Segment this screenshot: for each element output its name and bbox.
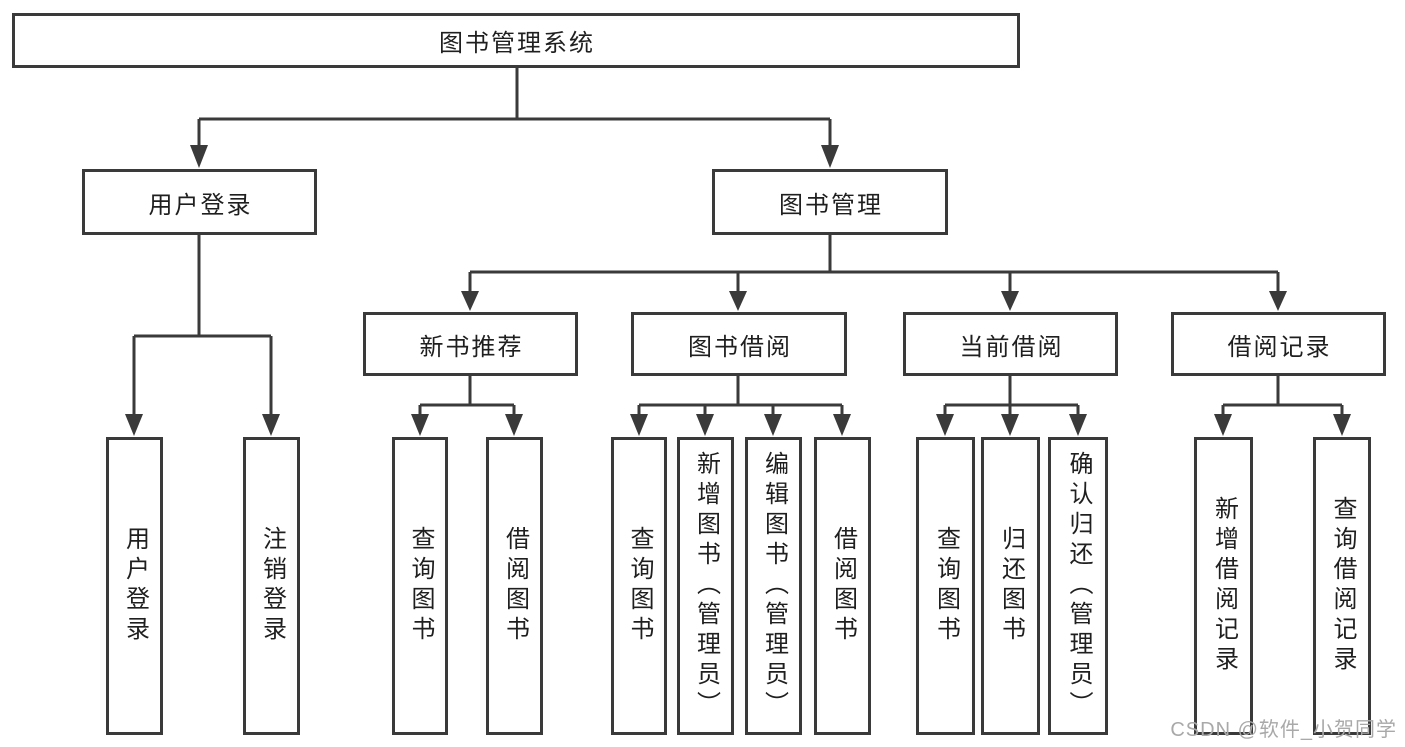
leaf-borrow-books-recommend: 借阅图书 bbox=[486, 437, 543, 735]
node-new-book-recommendation-label: 新书推荐 bbox=[419, 333, 524, 361]
node-book-management-label: 图书管理 bbox=[779, 191, 883, 219]
node-borrowing-records-label: 借阅记录 bbox=[1227, 333, 1332, 361]
leaf-user-login: 用户登录 bbox=[106, 437, 163, 735]
arrowheads bbox=[125, 145, 1351, 436]
node-new-book-recommendation: 新书推荐 bbox=[363, 312, 578, 376]
leaf-query-books-current-label: 查询图书 bbox=[932, 526, 960, 646]
leaf-query-books-current: 查询图书 bbox=[916, 437, 975, 735]
leaf-confirm-return-admin-label: 确认归还（管理员） bbox=[1065, 451, 1092, 721]
leaf-query-borrow-record-label: 查询借阅记录 bbox=[1329, 496, 1356, 676]
leaf-edit-books-admin-label: 编辑图书（管理员） bbox=[760, 451, 788, 721]
leaf-query-books-recommend-label: 查询图书 bbox=[407, 526, 434, 646]
node-root: 图书管理系统 bbox=[12, 13, 1020, 68]
node-current-borrowing: 当前借阅 bbox=[903, 312, 1118, 376]
leaf-borrow-books-recommend-label: 借阅图书 bbox=[501, 526, 529, 646]
leaf-borrow-books-borrowing: 借阅图书 bbox=[814, 437, 871, 735]
node-book-management: 图书管理 bbox=[712, 169, 948, 235]
node-user-login: 用户登录 bbox=[82, 169, 317, 235]
leaf-confirm-return-admin: 确认归还（管理员） bbox=[1048, 437, 1108, 735]
watermark: CSDN @软件_小贺同学 bbox=[1170, 719, 1397, 741]
leaf-return-books: 归还图书 bbox=[981, 437, 1040, 735]
node-root-label: 图书管理系统 bbox=[439, 30, 595, 57]
leaf-borrow-books-borrowing-label: 借阅图书 bbox=[829, 526, 857, 646]
node-borrowing-records: 借阅记录 bbox=[1171, 312, 1386, 376]
leaf-add-books-admin-label: 新增图书（管理员） bbox=[692, 451, 720, 721]
leaf-user-login-label: 用户登录 bbox=[121, 526, 149, 646]
leaf-query-borrow-record: 查询借阅记录 bbox=[1313, 437, 1371, 735]
leaf-query-books-recommend: 查询图书 bbox=[392, 437, 448, 735]
leaf-query-books-borrowing-label: 查询图书 bbox=[626, 526, 653, 646]
node-book-borrowing-label: 图书借阅 bbox=[688, 333, 792, 361]
node-book-borrowing: 图书借阅 bbox=[631, 312, 847, 376]
node-current-borrowing-label: 当前借阅 bbox=[959, 333, 1064, 361]
leaf-add-borrow-record: 新增借阅记录 bbox=[1194, 437, 1253, 735]
leaf-query-books-borrowing: 查询图书 bbox=[611, 437, 667, 735]
leaf-add-books-admin: 新增图书（管理员） bbox=[677, 437, 734, 735]
leaf-logout: 注销登录 bbox=[243, 437, 300, 735]
leaf-return-books-label: 归还图书 bbox=[997, 526, 1025, 646]
node-user-login-label: 用户登录 bbox=[148, 191, 253, 219]
leaf-edit-books-admin: 编辑图书（管理员） bbox=[745, 437, 802, 735]
leaf-add-borrow-record-label: 新增借阅记录 bbox=[1210, 496, 1238, 676]
leaf-logout-label: 注销登录 bbox=[258, 526, 286, 646]
